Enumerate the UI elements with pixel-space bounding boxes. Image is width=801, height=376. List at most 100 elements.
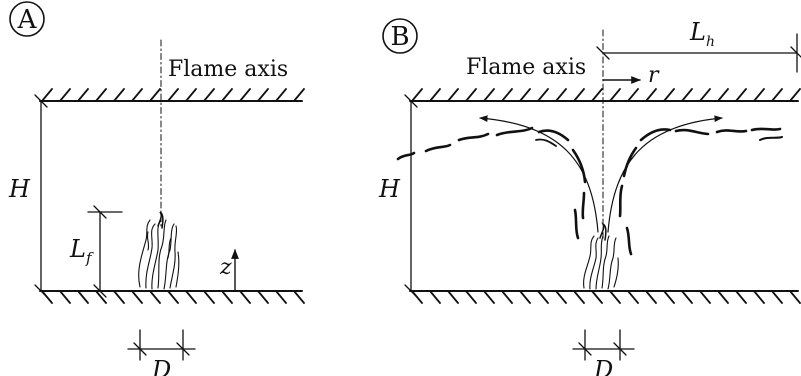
- hatch-mark: [735, 88, 747, 102]
- panel-b-flame: [583, 222, 619, 290]
- hatch-mark: [77, 88, 89, 102]
- hatch-mark: [771, 290, 783, 304]
- hatch-mark: [627, 88, 639, 102]
- panel-a-d-label: D: [151, 356, 171, 376]
- hatch-mark: [447, 290, 459, 304]
- hatch-mark: [77, 290, 89, 304]
- hatch-mark: [113, 88, 125, 102]
- panel-a-label: A: [17, 5, 38, 35]
- hatch-mark: [645, 88, 657, 102]
- panel-a-floor-hatch: [41, 290, 305, 304]
- panel-b-lh-sub: h: [706, 34, 715, 50]
- hatch-mark: [537, 290, 549, 304]
- hatch-mark: [41, 88, 53, 102]
- hatch-mark: [203, 290, 215, 304]
- hatch-mark: [167, 88, 179, 102]
- hatch-mark: [221, 290, 233, 304]
- hatch-mark: [555, 290, 567, 304]
- hatch-mark: [203, 88, 215, 102]
- hatch-mark: [149, 290, 161, 304]
- panel-b-flow-arrows: [479, 115, 723, 233]
- hatch-mark: [573, 290, 585, 304]
- hatch-mark: [95, 290, 107, 304]
- hatch-mark: [275, 290, 287, 304]
- hatch-mark: [257, 290, 269, 304]
- hatch-mark: [465, 88, 477, 102]
- hatch-mark: [753, 88, 765, 102]
- hatch-mark: [753, 290, 765, 304]
- panel-b-h-dimension: H: [378, 94, 418, 298]
- hatch-mark: [681, 88, 693, 102]
- hatch-mark: [429, 88, 441, 102]
- hatch-mark: [627, 290, 639, 304]
- hatch-mark: [645, 290, 657, 304]
- panel-b-badge: B: [382, 18, 418, 54]
- panel-a-badge: A: [9, 1, 45, 37]
- panel-b-smoke: [396, 126, 783, 256]
- panel-b-d-dimension: D: [572, 329, 635, 376]
- panel-a-d-dimension: D: [127, 329, 196, 376]
- hatch-mark: [519, 88, 531, 102]
- panel-a-flame: [138, 211, 180, 290]
- hatch-mark: [465, 290, 477, 304]
- panel-a-lf-main: L: [69, 235, 86, 263]
- panel-a-ceiling: [39, 88, 305, 102]
- panel-b-label: B: [390, 22, 409, 52]
- panel-b: B Flame axis Lh r: [378, 18, 801, 376]
- panel-a-lf-sub: f: [85, 249, 94, 267]
- hatch-mark: [555, 88, 567, 102]
- hatch-mark: [573, 88, 585, 102]
- hatch-mark: [717, 290, 729, 304]
- hatch-mark: [59, 88, 71, 102]
- hatch-mark: [221, 88, 233, 102]
- hatch-mark: [699, 88, 711, 102]
- panel-a-lf-dimension: Lf: [69, 205, 123, 298]
- hatch-mark: [429, 290, 441, 304]
- panel-a-z-arrow: z: [219, 249, 239, 292]
- hatch-mark: [717, 88, 729, 102]
- panel-a: A Flame axis H Lf: [8, 1, 305, 376]
- hatch-mark: [501, 290, 513, 304]
- hatch-mark: [293, 290, 305, 304]
- hatch-mark: [59, 290, 71, 304]
- panel-b-right-flow-arrow: [607, 115, 723, 233]
- panel-a-floor: [39, 290, 305, 304]
- panel-b-lh-main: L: [689, 18, 706, 46]
- hatch-mark: [591, 88, 603, 102]
- hatch-mark: [501, 88, 513, 102]
- panel-b-left-flow-arrow: [479, 115, 599, 233]
- hatch-mark: [131, 88, 143, 102]
- panel-b-r-arrow: r: [602, 63, 660, 88]
- hatch-mark: [293, 88, 305, 102]
- panel-b-r-label: r: [648, 63, 660, 88]
- panel-b-lh-dimension: Lh: [596, 18, 801, 73]
- panel-a-lf-label: Lf: [69, 235, 94, 267]
- hatch-mark: [735, 290, 747, 304]
- panel-a-ceiling-hatch: [41, 88, 305, 102]
- hatch-mark: [771, 88, 783, 102]
- panel-b-floor: [409, 290, 801, 304]
- hatch-mark: [609, 290, 621, 304]
- panel-b-floor-hatch: [411, 290, 801, 304]
- hatch-mark: [239, 88, 251, 102]
- panel-b-flame-axis-label: Flame axis: [466, 55, 586, 80]
- panel-b-lh-label: Lh: [689, 18, 715, 50]
- hatch-mark: [537, 88, 549, 102]
- hatch-mark: [113, 290, 125, 304]
- hatch-mark: [239, 290, 251, 304]
- panel-b-ceiling-hatch: [411, 88, 801, 102]
- hatch-mark: [131, 290, 143, 304]
- hatch-mark: [411, 88, 423, 102]
- hatch-mark: [167, 290, 179, 304]
- hatch-mark: [663, 88, 675, 102]
- hatch-mark: [789, 290, 801, 304]
- hatch-mark: [609, 88, 621, 102]
- hatch-mark: [699, 290, 711, 304]
- panel-b-h-label: H: [378, 175, 401, 203]
- panel-b-d-label: D: [593, 356, 613, 376]
- hatch-mark: [483, 88, 495, 102]
- hatch-mark: [257, 88, 269, 102]
- hatch-mark: [663, 290, 675, 304]
- panel-b-ceiling: [409, 88, 801, 102]
